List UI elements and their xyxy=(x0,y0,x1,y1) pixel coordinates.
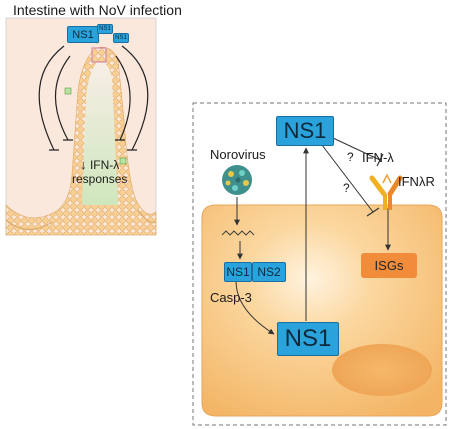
ns1-polyprotein-box: NS1 xyxy=(224,262,252,282)
ifn-response-line1: IFN-λ xyxy=(89,158,120,172)
villus-epithelium xyxy=(5,46,157,236)
intestine-panel xyxy=(5,17,157,236)
ns1-inhibits-isgs xyxy=(321,144,374,213)
ifn-lambda-receptor-icon xyxy=(369,173,403,210)
ns1-inhibits-ifn xyxy=(332,137,381,161)
inhibition-line-1 xyxy=(38,45,65,151)
ifn-response-label: ↓ IFN-λ responses xyxy=(72,157,128,187)
ifn-lambda-label: IFN-λ xyxy=(362,150,394,165)
ns1-inhibits-isgs-bar xyxy=(366,207,380,217)
intestine-ns1-tiny-box-2: NS1 xyxy=(113,33,129,43)
ns1-inhibits-ifn-bar xyxy=(376,153,384,167)
crypt-outline-right xyxy=(137,209,157,224)
ifn-response-line2: responses xyxy=(72,172,128,186)
nucleus xyxy=(332,344,432,396)
green-cell-marker-1 xyxy=(64,87,72,95)
down-arrow-icon: ↓ xyxy=(80,157,87,172)
inhibition-line-4 xyxy=(115,55,131,141)
norovirus-label: Norovirus xyxy=(210,147,266,162)
question-mark-2: ? xyxy=(343,181,350,195)
intestine-ns1-tiny-box-1: NS1 xyxy=(97,24,113,34)
isgs-box: ISGs xyxy=(361,253,417,278)
figure-title: Intestine with NoV infection xyxy=(13,2,182,18)
question-mark-1: ? xyxy=(347,150,354,164)
infected-cell-marker xyxy=(91,47,107,63)
inhibition-line-2 xyxy=(54,55,71,141)
ns1-secreted-box: NS1 xyxy=(276,116,334,146)
villus-lumen xyxy=(82,61,118,205)
norovirus-virion xyxy=(222,165,252,195)
viral-rna xyxy=(221,230,255,236)
casp-cleavage-arrow xyxy=(235,280,275,335)
ifn-lambda-receptor-label: IFNλR xyxy=(398,174,435,189)
casp3-label: Casp-3 xyxy=(210,290,252,305)
intestine-ns1-box: NS1 xyxy=(67,26,99,43)
green-cell-marker-2 xyxy=(119,157,127,165)
crypt-outline-left xyxy=(5,219,53,230)
ns2-polyprotein-box: NS2 xyxy=(252,262,286,282)
inhibition-bars xyxy=(49,139,137,151)
ns1-cleaved-box: NS1 xyxy=(277,322,339,356)
inhibition-line-3 xyxy=(121,45,149,151)
